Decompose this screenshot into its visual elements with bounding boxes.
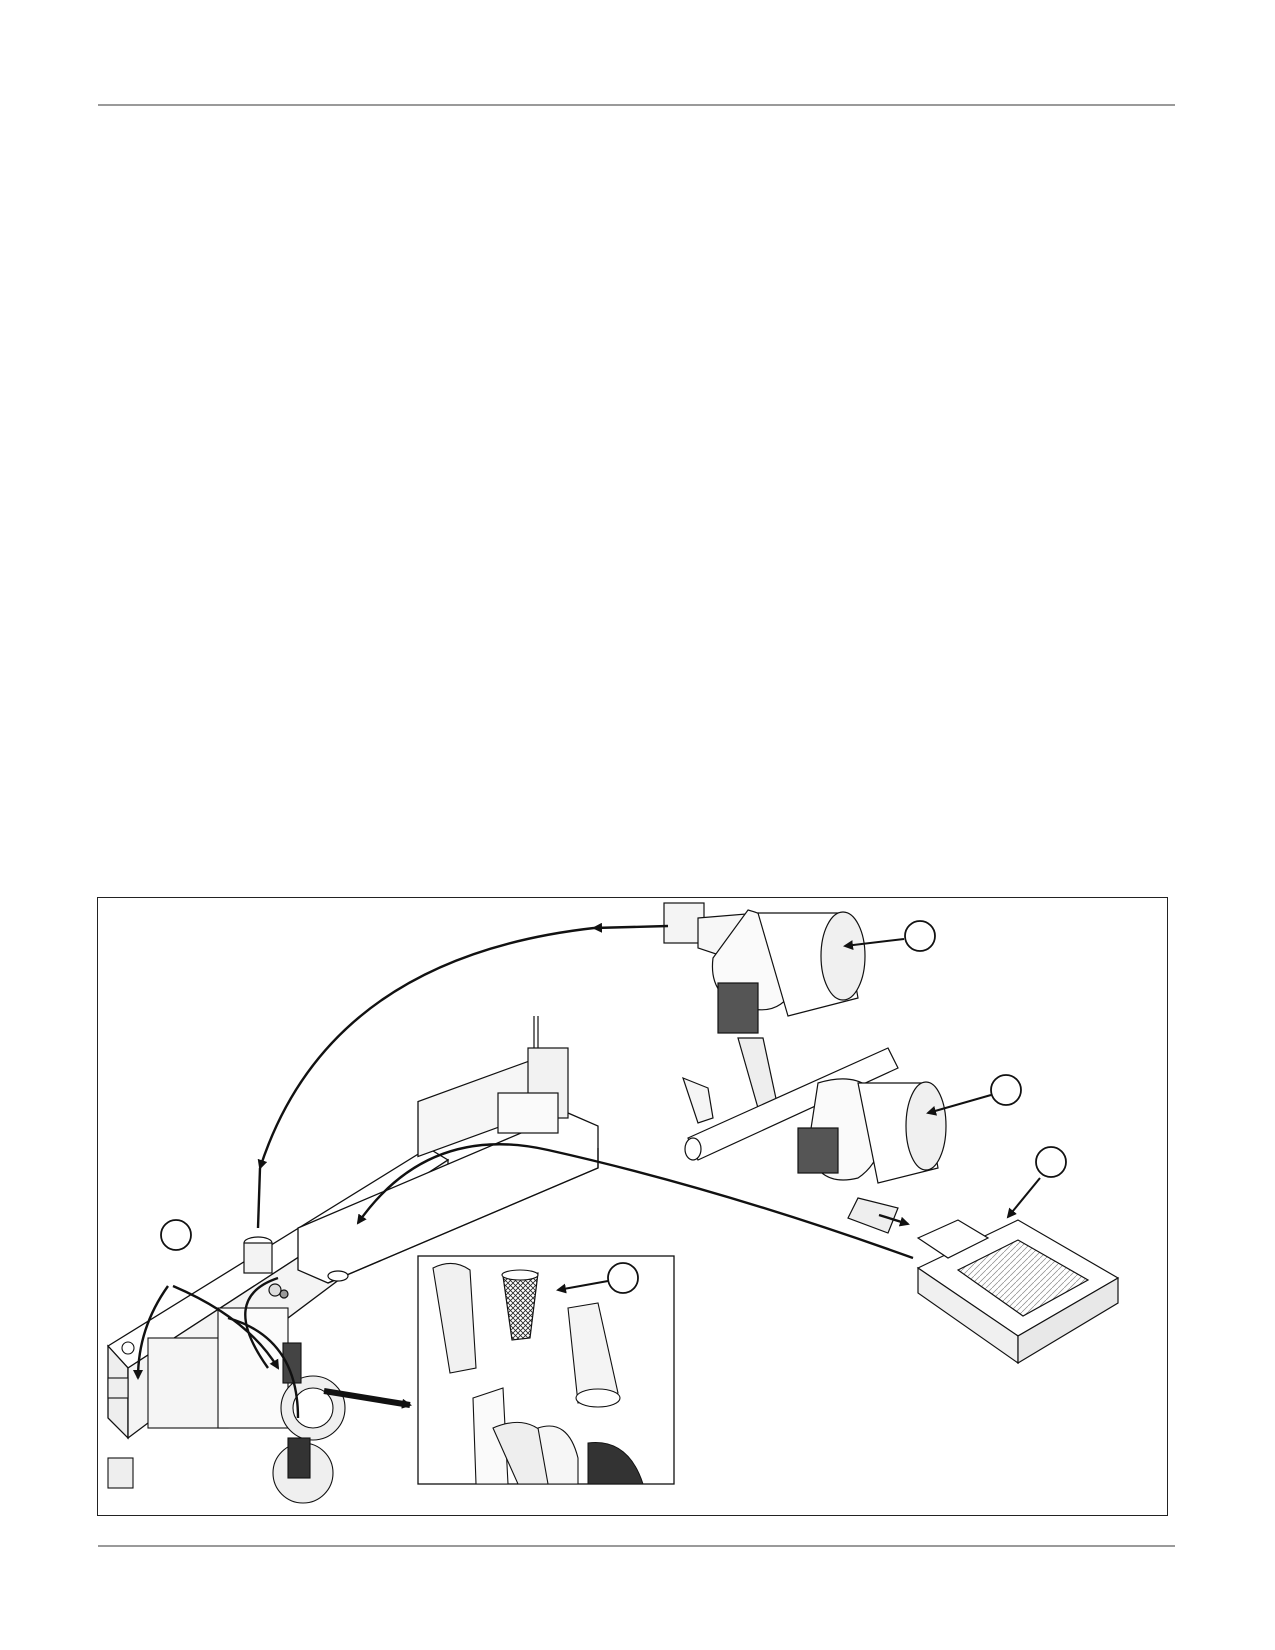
callout-2 bbox=[990, 1074, 1022, 1106]
flow-arrows bbox=[133, 922, 914, 1419]
callout-1 bbox=[904, 920, 936, 952]
detail-inset bbox=[417, 1255, 675, 1485]
cross-tube bbox=[682, 1047, 899, 1161]
callout-4 bbox=[607, 1262, 639, 1294]
exploded-assembly-figure bbox=[97, 897, 1168, 1516]
collection-pan bbox=[916, 1219, 1120, 1365]
callout-3 bbox=[1035, 1146, 1067, 1178]
footer-rule bbox=[98, 1545, 1175, 1547]
blower-lower bbox=[797, 1078, 947, 1234]
mast bbox=[497, 1016, 569, 1134]
manifold-riser bbox=[243, 1236, 349, 1299]
blower-upper bbox=[663, 902, 866, 1109]
assembly-illustration bbox=[106, 902, 1120, 1504]
callout-leaders bbox=[556, 938, 1041, 1294]
callout-circles bbox=[160, 920, 1067, 1294]
header-rule bbox=[98, 104, 1175, 106]
callout-5 bbox=[160, 1219, 192, 1251]
